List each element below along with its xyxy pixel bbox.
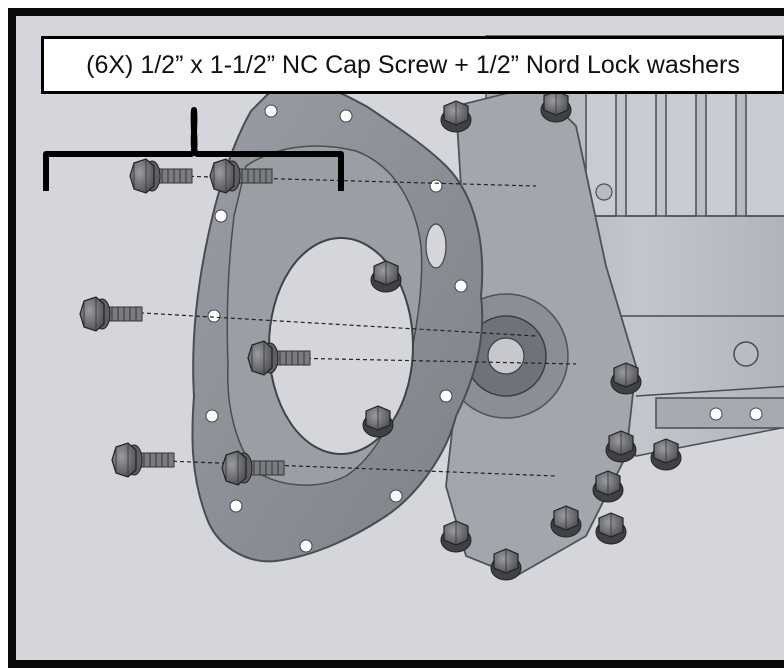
hex-bolt-icon <box>540 90 572 123</box>
hex-bolt-icon <box>650 438 682 471</box>
hex-bolt-icon <box>440 520 472 553</box>
callout-text: (6X) 1/2” x 1-1/2” NC Cap Screw + 1/2” N… <box>86 50 740 79</box>
front-mounting-plate <box>191 82 484 563</box>
hex-bolt-icon <box>490 548 522 581</box>
curly-bracket-icon <box>43 107 344 191</box>
callout-label-box: (6X) 1/2” x 1-1/2” NC Cap Screw + 1/2” N… <box>41 36 784 94</box>
cap-screw-icon <box>79 296 143 332</box>
exploded-assembly-view <box>43 35 784 581</box>
hex-bolt-icon <box>362 405 394 438</box>
diagram-frame: (6X) 1/2” x 1-1/2” NC Cap Screw + 1/2” N… <box>8 8 784 668</box>
hex-bolt-icon <box>610 362 642 395</box>
hex-bolt-icon <box>592 470 624 503</box>
hex-bolt-icon <box>595 512 627 545</box>
cap-screw-icon <box>129 158 193 194</box>
cap-screw-icon <box>111 442 175 478</box>
hex-bolt-icon <box>440 100 472 133</box>
hex-bolt-icon <box>605 430 637 463</box>
hex-bolt-icon <box>370 260 402 293</box>
hex-bolt-icon <box>550 505 582 538</box>
